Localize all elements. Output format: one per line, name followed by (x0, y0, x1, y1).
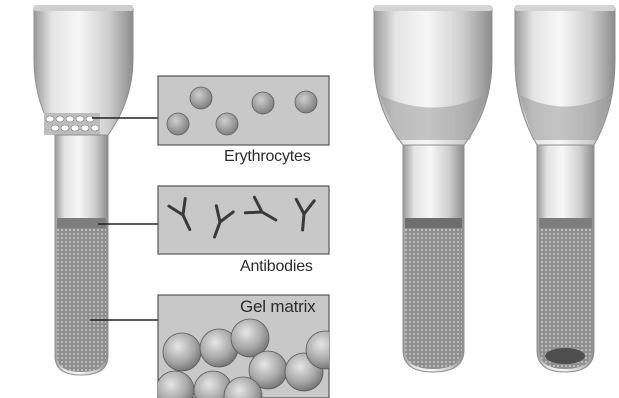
tube-3-antibody-band (539, 218, 592, 228)
tube-1-erythrocyte-layer (44, 113, 100, 135)
tube-3-gel (539, 228, 592, 369)
tube-2-gel (405, 228, 462, 369)
gel-matrix-label: Gel matrix (240, 297, 315, 317)
antibodies-panel (158, 186, 329, 254)
tube-1-gel (57, 228, 106, 372)
antibodies-label: Antibodies (240, 258, 313, 276)
tube-2 (374, 5, 492, 372)
tube-3 (515, 5, 615, 372)
tube-3-cell-pellet (545, 348, 585, 364)
erythrocytes-panel (158, 76, 329, 145)
tube-2-cell-layer (405, 218, 462, 228)
erythrocytes-label: Erythrocytes (224, 148, 311, 166)
tube-1-antibody-band (57, 218, 106, 228)
